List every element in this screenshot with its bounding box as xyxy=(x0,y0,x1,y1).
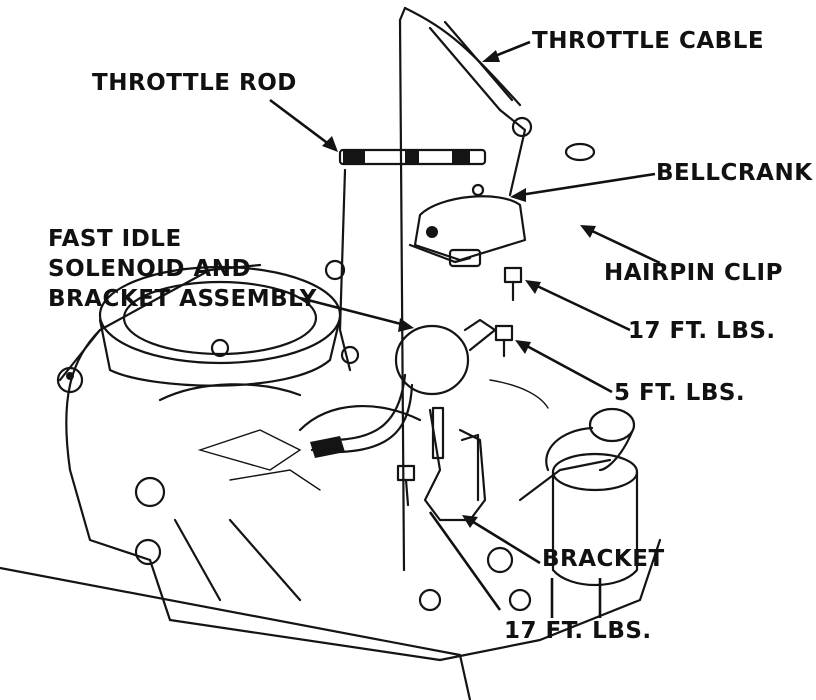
fast-idle-label-line3: BRACKET ASSEMBLY xyxy=(48,286,317,312)
carburetor-ring-drawing xyxy=(98,265,342,387)
throttle-cable-label: THROTTLE CABLE xyxy=(532,28,765,54)
intake-manifold-drawing xyxy=(0,263,662,700)
manifold-studs-drawing xyxy=(56,259,532,612)
torque-5-label: 5 FT. LBS. xyxy=(614,380,746,406)
throttle-rod-drawing xyxy=(338,148,487,372)
torque-17-upper-label: 17 FT. LBS. xyxy=(628,318,776,344)
bellcrank-label: BELLCRANK xyxy=(656,160,813,186)
bracket-label: BRACKET xyxy=(542,546,665,572)
torque-17-lower-label: 17 FT. LBS. xyxy=(504,618,652,644)
bellcrank-drawing xyxy=(408,183,527,268)
bracket-drawing xyxy=(423,406,487,522)
throttle-rod-label: THROTTLE ROD xyxy=(92,70,297,96)
solenoid-drawing xyxy=(310,318,497,458)
hairpin-clip-label: HAIRPIN CLIP xyxy=(604,260,783,286)
fast-idle-label-line1: FAST IDLE xyxy=(48,226,182,252)
hose-elbow-drawing xyxy=(545,407,639,586)
leader-lines xyxy=(269,40,661,618)
fast-idle-label-line2: SOLENOID AND xyxy=(48,256,252,282)
bolts-drawing xyxy=(396,266,523,507)
